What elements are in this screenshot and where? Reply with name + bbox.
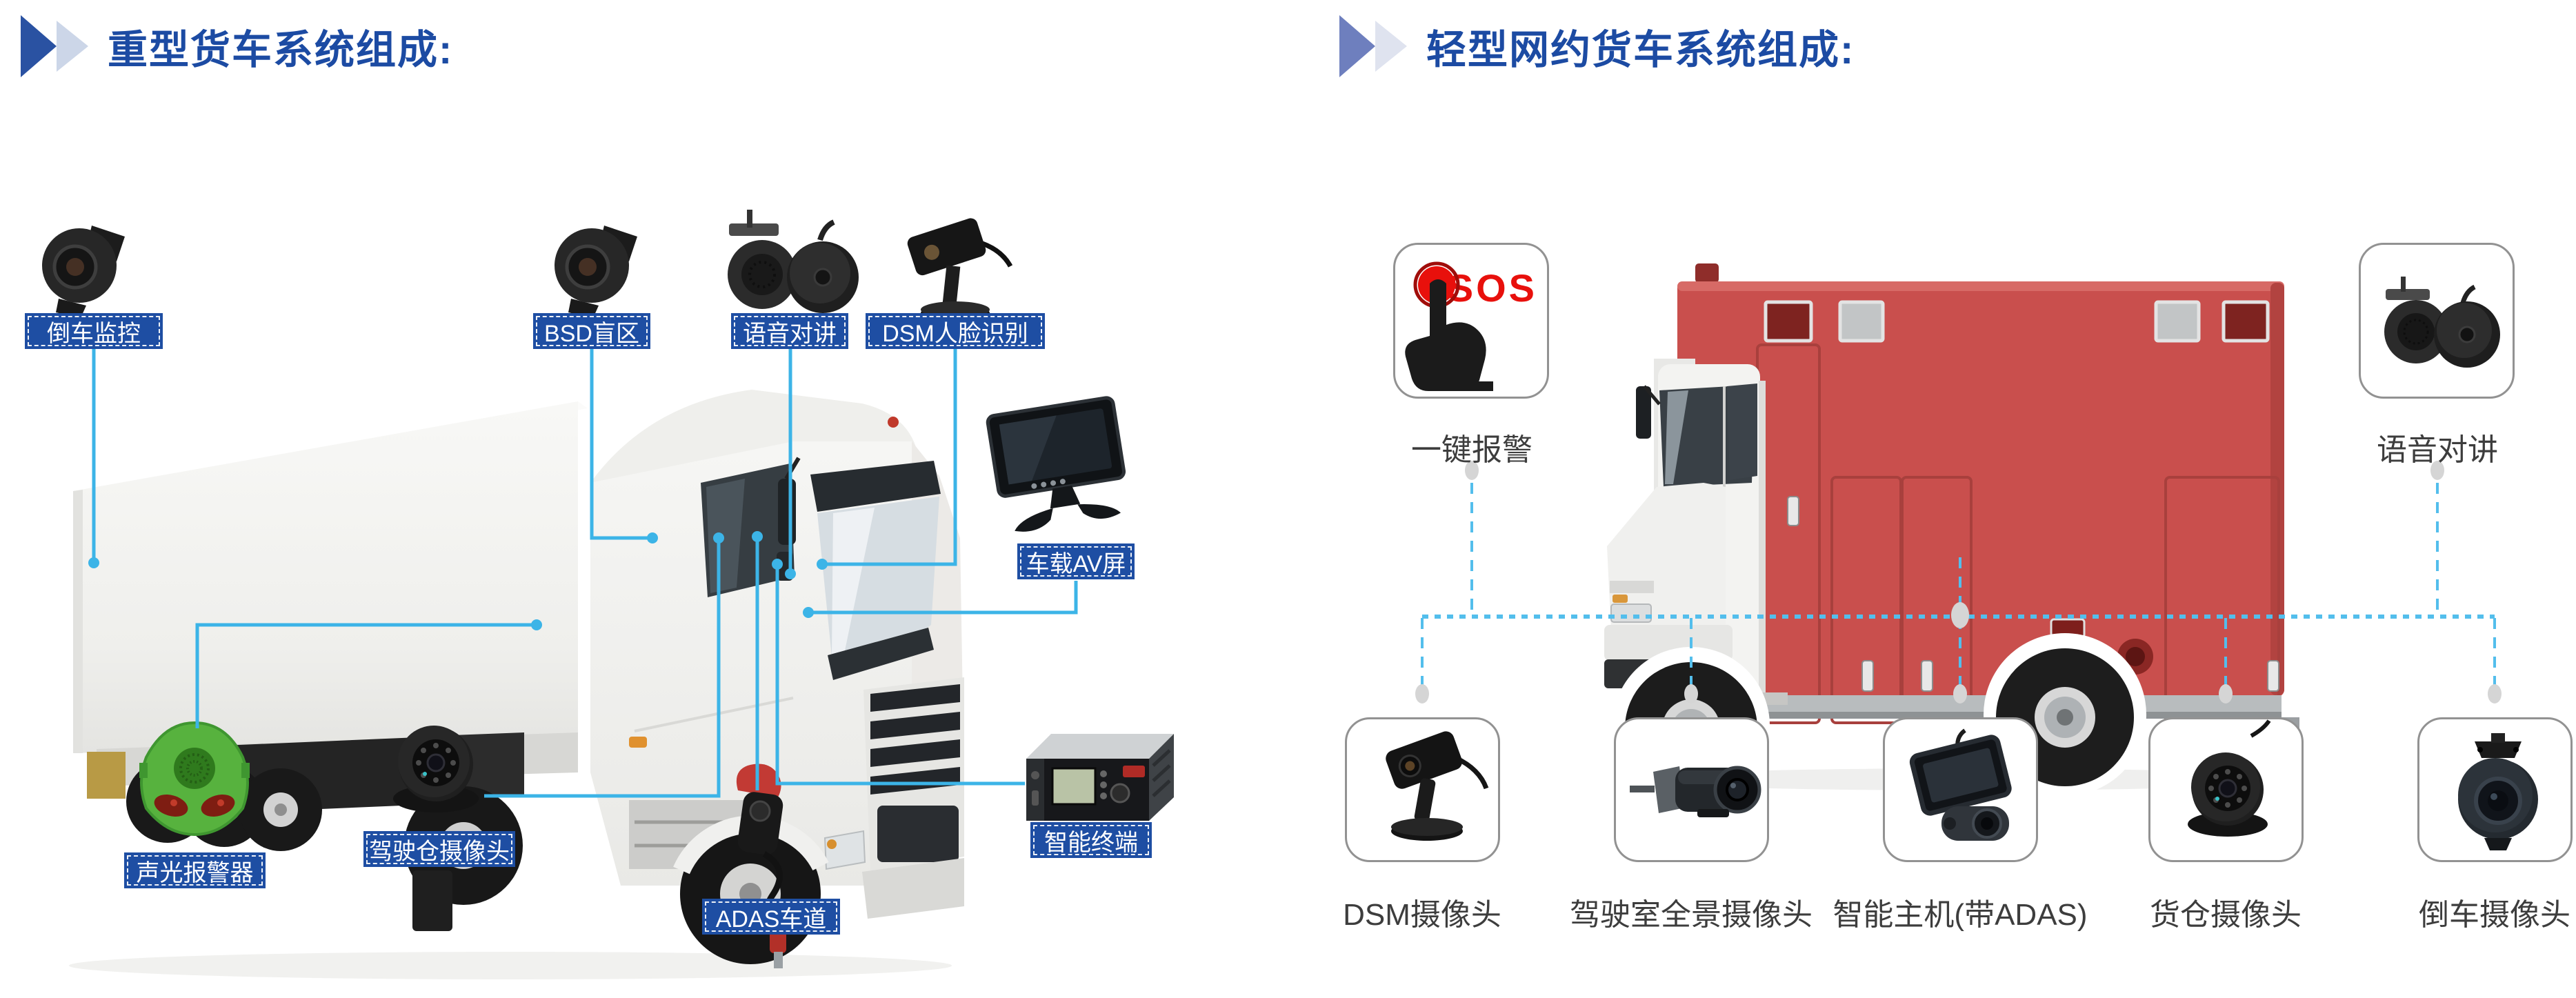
one-key-alarm-label: 一键报警 xyxy=(1411,433,1532,467)
callout-label-voice-intercom: 语音对讲 xyxy=(731,313,848,349)
device-label-cab-panoramic-camera: 驾驶室全景摄像头 xyxy=(1570,898,1813,932)
sos-button-hand-icon xyxy=(1405,261,1493,391)
connector-dots xyxy=(1415,461,2502,703)
device-card-smart-host xyxy=(1883,717,2038,862)
cabin-dome-camera-icon xyxy=(393,726,479,812)
device-card-dsm-camera xyxy=(1345,717,1500,862)
callout-dots xyxy=(88,531,828,630)
av-monitor-icon xyxy=(986,396,1126,532)
callout-label-adas-lane: ADAS车道 xyxy=(702,899,840,935)
callout-label-vehicle-av-screen: 车载AV屏 xyxy=(1017,543,1135,579)
callout-label-cabin-camera: 驾驶仓摄像头 xyxy=(363,831,515,867)
reverse-camera-icon xyxy=(42,226,125,318)
device-label-smart-host: 智能主机(带ADAS) xyxy=(1833,898,2088,932)
dsm-face-camera-icon xyxy=(907,218,1013,322)
left-panel-title-text: 重型货车系统组成: xyxy=(108,28,454,72)
reverse-camera-icon xyxy=(2458,733,2538,850)
device-card-cargo-camera xyxy=(2148,717,2304,862)
callout-label-reverse-monitor: 倒车监控 xyxy=(25,313,163,349)
callout-label-sound-light-alarm: 声光报警器 xyxy=(124,852,266,888)
heavy-truck-illustration xyxy=(69,390,964,979)
title-arrow-icon xyxy=(21,15,88,77)
sos-text: SOS xyxy=(1447,266,1537,310)
bsd-camera-icon xyxy=(555,226,637,318)
device-card-reverse-camera xyxy=(2417,717,2573,862)
voice-intercom-label: 语音对讲 xyxy=(2377,433,2498,467)
device-label-cargo-camera: 货仓摄像头 xyxy=(2150,898,2302,932)
callout-label-bsd-blind-spot: BSD盲区 xyxy=(533,313,650,349)
voice-intercom-card xyxy=(2359,243,2515,399)
cab-panoramic-camera-icon xyxy=(1630,766,1761,817)
title-arrow-icon xyxy=(1339,15,1407,77)
smart-terminal-icon xyxy=(1026,734,1174,821)
callout-label-smart-terminal: 智能终端 xyxy=(1030,822,1152,858)
intercom-speakers-icon xyxy=(2384,277,2500,368)
left-panel-title: 重型货车系统组成: xyxy=(21,15,453,77)
device-card-cab-panoramic-camera xyxy=(1614,717,1769,862)
device-label-reverse-camera: 倒车摄像头 xyxy=(2419,898,2570,932)
dsm-camera-icon xyxy=(1386,731,1489,841)
sos-alarm-card: SOS xyxy=(1393,243,1549,399)
right-panel-title-text: 轻型网约货车系统组成: xyxy=(1426,28,1855,72)
intercom-speakers-icon xyxy=(728,210,859,313)
cargo-dome-camera-icon xyxy=(2188,719,2271,837)
right-panel-title: 轻型网约货车系统组成: xyxy=(1339,15,1855,77)
smart-host-adas-icon xyxy=(1909,728,2012,841)
callout-lines xyxy=(92,349,1078,798)
device-label-dsm-camera: DSM摄像头 xyxy=(1343,898,1501,932)
sound-light-alarm-icon xyxy=(139,721,250,837)
callout-label-dsm-face-recognition: DSM人脸识别 xyxy=(866,313,1045,349)
